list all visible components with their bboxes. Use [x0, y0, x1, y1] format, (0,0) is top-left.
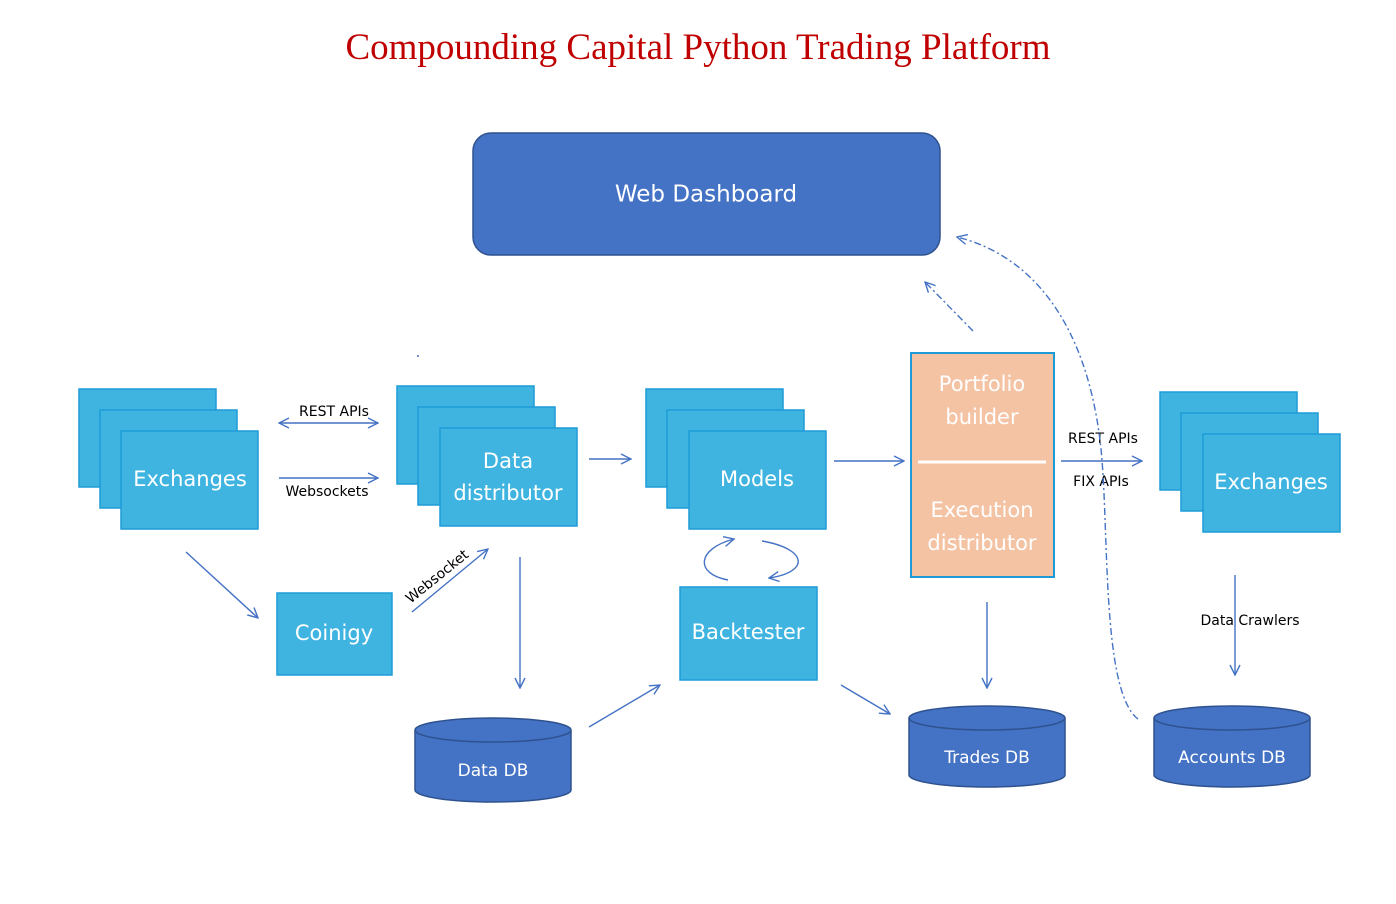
coinigy-to-distributor-arrow: [411, 549, 488, 613]
data-crawlers-label: Data Crawlers: [1201, 613, 1300, 629]
exchanges-right-node: Exchanges: [1159, 391, 1341, 533]
backtester-label: Backtester: [692, 620, 805, 644]
web-dashboard-label: Web Dashboard: [615, 182, 797, 208]
exchanges-left-label: Exchanges: [133, 467, 247, 491]
rest-apis-right-label: REST APIs: [1068, 431, 1138, 447]
backtester-to-tradesdb-arrow: [840, 684, 890, 714]
data-distributor-label-line2: distributor: [453, 481, 563, 505]
trades-db-label: Trades DB: [943, 748, 1030, 768]
websocket-coinigy-label: Websocket: [403, 547, 472, 607]
exchanges-right-label: Exchanges: [1214, 470, 1328, 494]
portfolio-builder-label-line2: builder: [945, 405, 1019, 429]
stray-dot: [417, 355, 419, 357]
data-db-node: Data DB: [414, 717, 572, 803]
rest-apis-left-label: REST APIs: [299, 404, 369, 420]
accountsdb-to-dashboard-arrow: [957, 237, 1139, 720]
exchanges-left-node: Exchanges: [78, 388, 259, 530]
execution-distributor-label-line2: distributor: [927, 531, 1037, 555]
backtester-node: Backtester: [679, 586, 818, 681]
backtester-to-models-cycle-arrow: [703, 539, 734, 581]
execution-distributor-label-line1: Execution: [930, 498, 1033, 522]
accounts-db-node: Accounts DB: [1153, 705, 1311, 788]
models-label: Models: [720, 467, 794, 491]
datadb-to-backtester-arrow: [588, 685, 660, 728]
coinigy-label: Coinigy: [295, 621, 373, 645]
accounts-db-label: Accounts DB: [1178, 748, 1286, 768]
web-dashboard-node: Web Dashboard: [472, 132, 941, 256]
models-to-backtester-cycle-arrow: [761, 540, 799, 578]
portfolio-to-dashboard-arrow: [925, 282, 974, 332]
diagram-title: Compounding Capital Python Trading Platf…: [345, 27, 1051, 68]
data-db-label: Data DB: [458, 761, 529, 781]
trades-db-node: Trades DB: [908, 705, 1066, 788]
portfolio-builder-label-line1: Portfolio: [939, 372, 1025, 396]
models-node: Models: [645, 388, 827, 530]
portfolio-execution-node: Portfolio builder Execution distributor: [910, 352, 1055, 578]
websockets-label: Websockets: [285, 484, 368, 500]
exchanges-to-coinigy-arrow: [185, 551, 258, 618]
data-distributor-node: Data distributor: [396, 385, 578, 527]
data-distributor-label-line1: Data: [483, 449, 533, 473]
coinigy-node: Coinigy: [276, 592, 393, 676]
fix-apis-label: FIX APIs: [1073, 474, 1129, 490]
